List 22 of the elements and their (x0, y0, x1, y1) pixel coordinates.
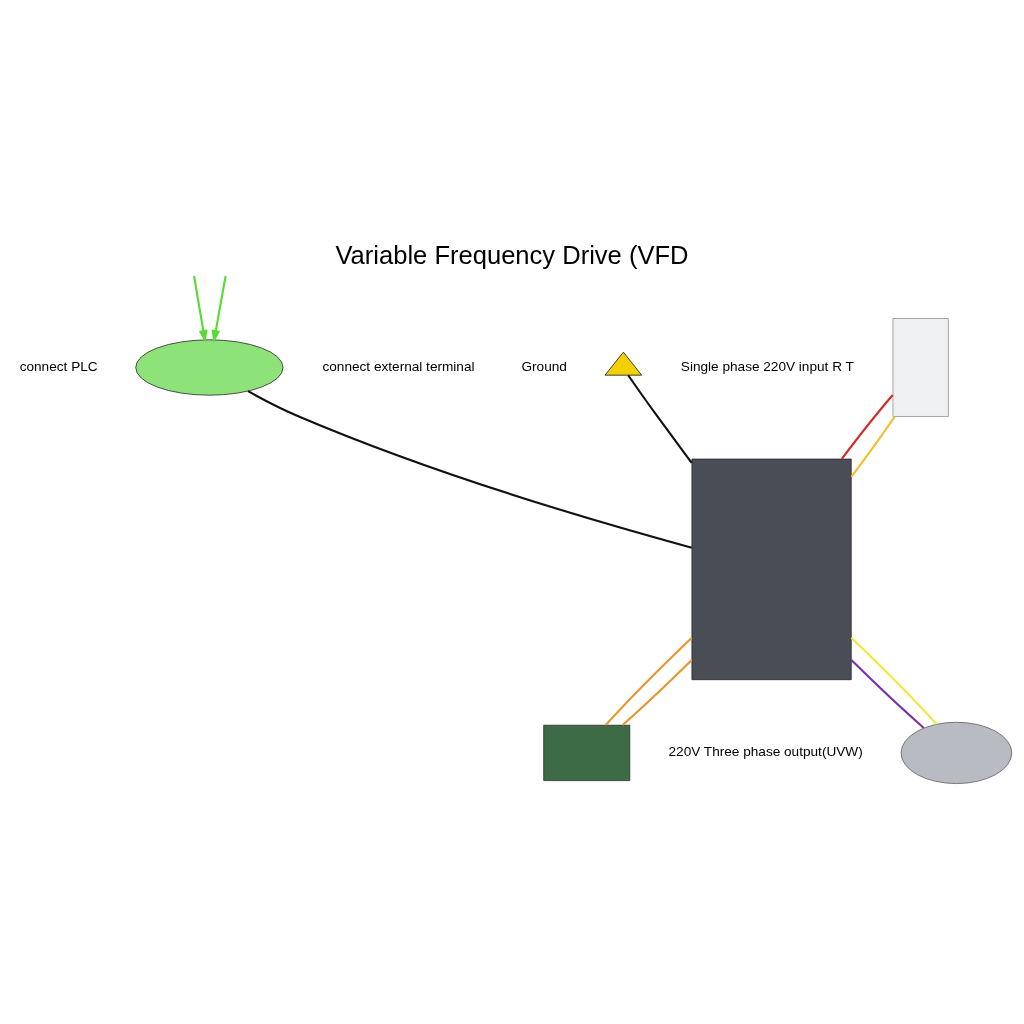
connector (850, 415, 896, 478)
connector (604, 636, 693, 726)
arrow (193, 275, 208, 343)
node-ellipse (900, 721, 1013, 784)
node-label: connect PLC (19, 358, 98, 374)
node-label: connect external terminal (322, 358, 475, 374)
node-triangle (604, 351, 643, 376)
connector (850, 659, 925, 729)
connector (840, 394, 894, 460)
node-box (892, 318, 949, 417)
node-label: Ground (521, 358, 567, 374)
node-label: Single phase 220V input R T (680, 358, 854, 374)
node-box (543, 724, 631, 782)
arrow (211, 275, 227, 343)
connector (621, 659, 693, 726)
connector (627, 374, 693, 464)
node-ellipse (135, 339, 284, 396)
node-box (691, 458, 852, 681)
diagram-title: Variable Frequency Drive (VFD (335, 241, 689, 270)
connector (850, 636, 938, 725)
node-label: 220V Three phase output(UVW) (668, 744, 863, 760)
connector (247, 390, 693, 549)
